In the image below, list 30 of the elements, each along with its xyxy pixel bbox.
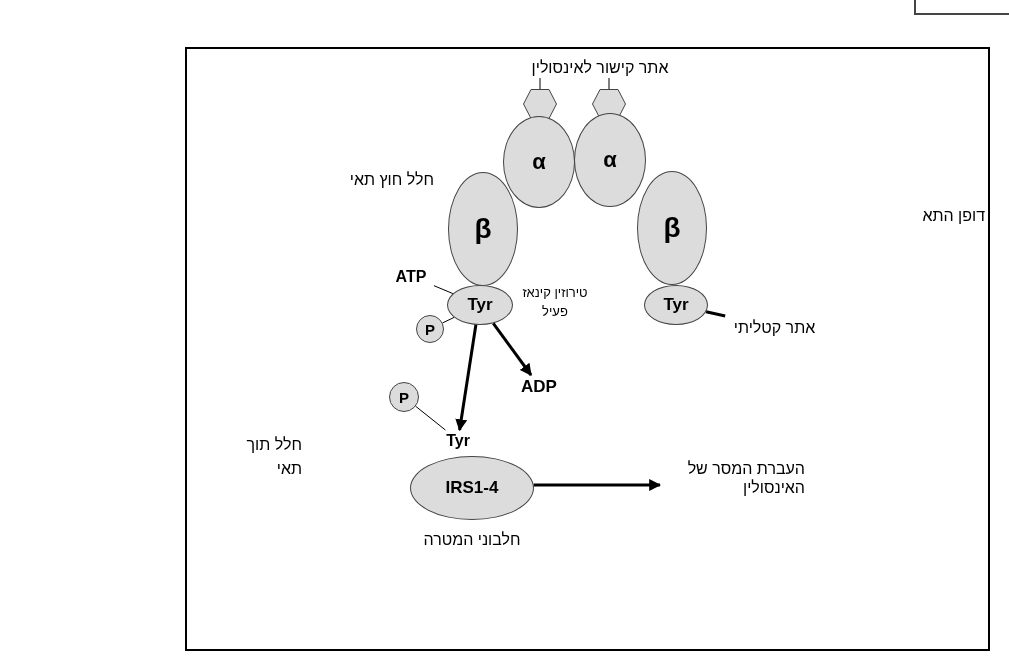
enzyme-label: טירוזין קינאז פעיל <box>521 284 589 321</box>
leader-line <box>539 77 541 90</box>
hexagon-shape <box>523 89 557 119</box>
arrow <box>533 479 662 491</box>
leader-line <box>705 310 726 318</box>
region-label: חלל חוץ תאי <box>348 170 434 189</box>
beta-subunit-ellipse: β <box>637 171 707 285</box>
region-label: חלל תוך תאי <box>245 435 302 479</box>
atp-label: ATP <box>388 265 434 287</box>
phosphate-circle: P <box>416 315 444 343</box>
arrow <box>455 324 478 432</box>
leader-line <box>433 285 454 295</box>
tyrosine-label: Tyr <box>438 430 478 450</box>
beta-subunit-ellipse: β <box>448 172 518 286</box>
signal-transmission-label: העברת המסר של האינסולין <box>660 456 805 500</box>
leader-line <box>415 405 446 431</box>
alpha-subunit-ellipse: α <box>574 113 646 207</box>
target-protein-ellipse: IRS1-4 <box>410 456 534 520</box>
caption-text: חלבוני המטרה <box>422 530 522 549</box>
phosphate-circle: P <box>389 382 419 412</box>
leader-line <box>442 316 455 324</box>
site-label: אתר קישור לאינסולין <box>500 56 700 78</box>
arrow <box>492 322 533 376</box>
catalytic-site-label: אתר קטליתי <box>722 316 827 338</box>
leader-line <box>608 77 610 90</box>
alpha-subunit-ellipse: α <box>503 116 575 208</box>
tyrosine-ellipse: Tyr <box>644 285 708 325</box>
tyrosine-ellipse: Tyr <box>447 285 513 325</box>
region-label: דופן התא <box>921 206 985 225</box>
adp-label: ADP <box>514 375 564 397</box>
